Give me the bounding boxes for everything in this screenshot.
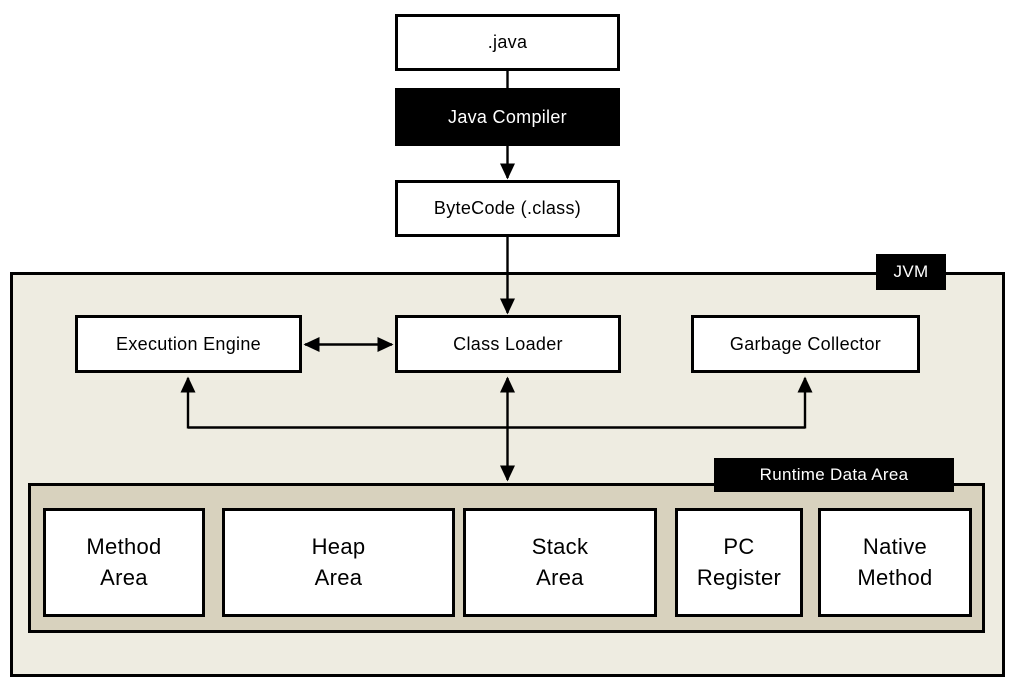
node-stack-area: Stack Area bbox=[463, 508, 657, 617]
node-java-compiler: Java Compiler bbox=[395, 88, 620, 146]
node-pc-register: PC Register bbox=[675, 508, 803, 617]
node-method-area: Method Area bbox=[43, 508, 205, 617]
node-garbage-collector: Garbage Collector bbox=[691, 315, 920, 373]
node-native-method: Native Method bbox=[818, 508, 972, 617]
node-execution-engine: Execution Engine bbox=[75, 315, 302, 373]
runtime-data-area-label: Runtime Data Area bbox=[714, 458, 954, 492]
node-bytecode: ByteCode (.class) bbox=[395, 180, 620, 237]
jvm-label: JVM bbox=[876, 254, 946, 290]
node-class-loader: Class Loader bbox=[395, 315, 621, 373]
node-java-source: .java bbox=[395, 14, 620, 71]
node-heap-area: Heap Area bbox=[222, 508, 455, 617]
